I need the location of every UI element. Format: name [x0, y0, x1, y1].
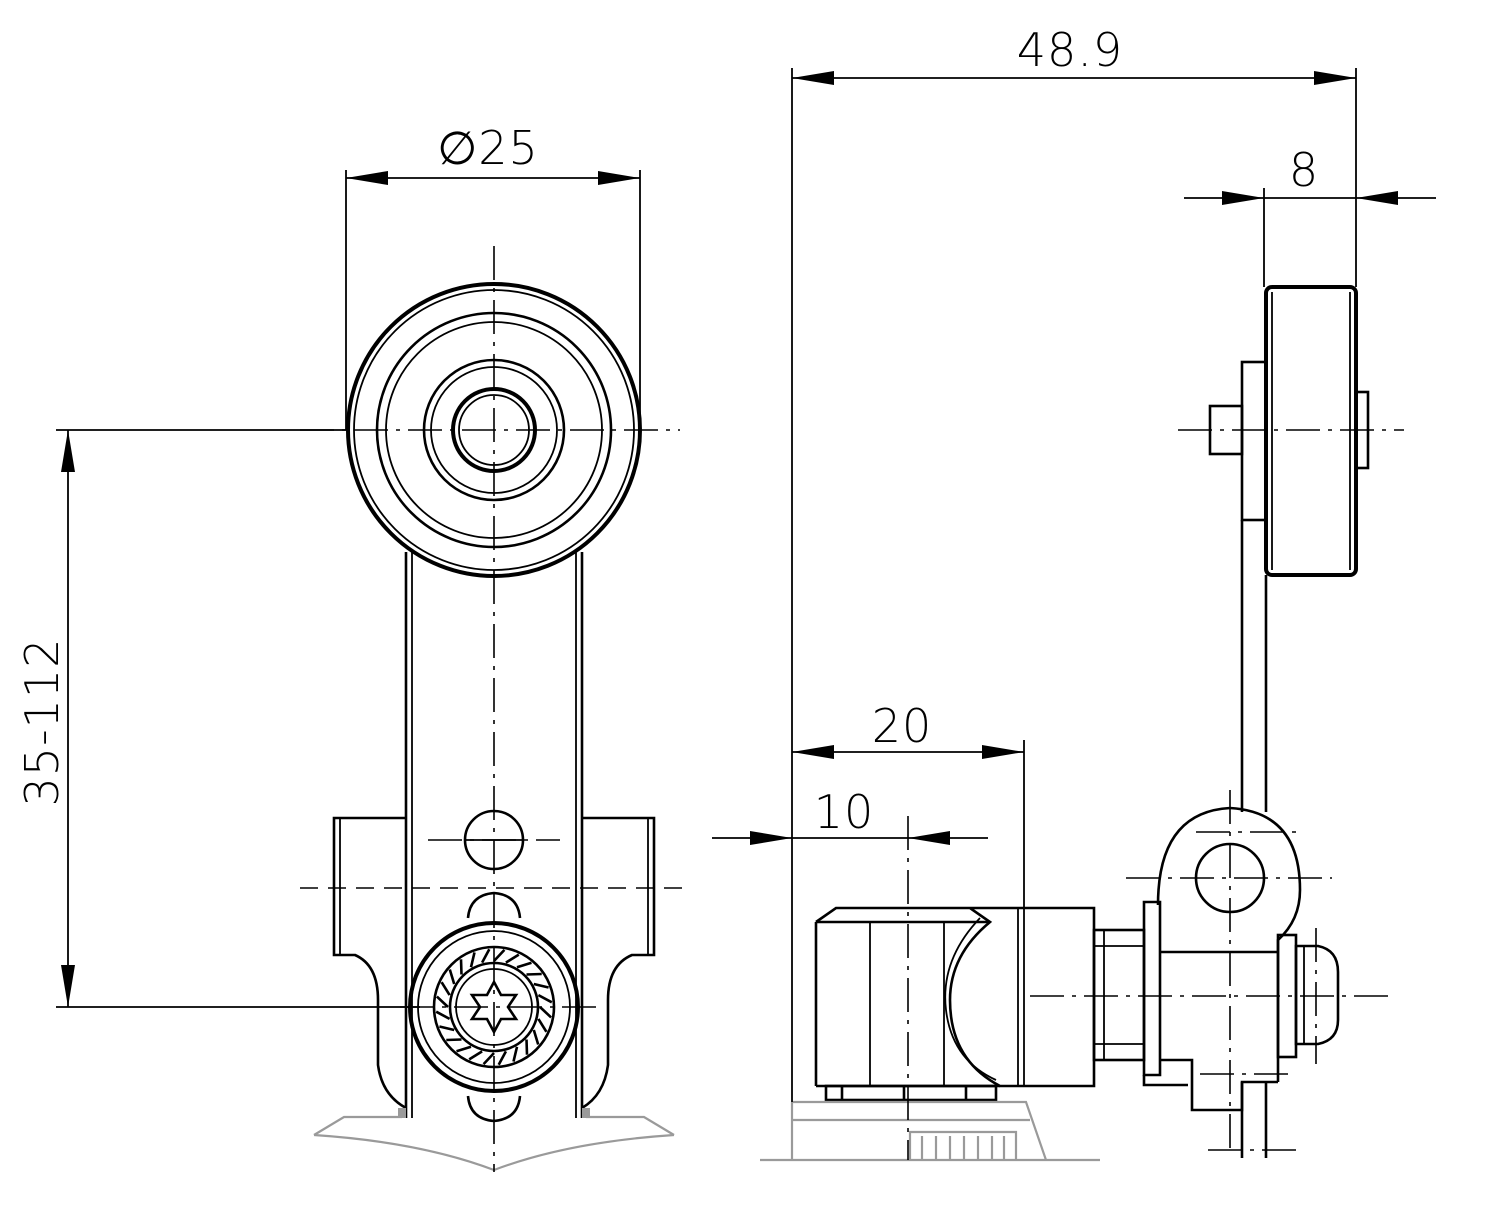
- dimension-label-actuator-offset: 10: [814, 785, 875, 839]
- clamp-tooth: [537, 993, 553, 1004]
- dimension-label-lever-length: 35-112: [15, 638, 69, 807]
- clamp-tooth: [525, 1039, 529, 1055]
- clamp-tooth: [516, 961, 532, 969]
- clamp-teeth: [435, 948, 553, 1066]
- clamp-tooth: [436, 995, 449, 1008]
- dimension-overall-width: 48.9: [791, 23, 1357, 1102]
- clamp-tooth: [537, 1018, 548, 1033]
- centerlines-side: [907, 429, 1404, 1160]
- dimension-label-overall-width: 48.9: [1017, 23, 1123, 77]
- clamp-tooth: [448, 969, 456, 985]
- dimension-label-roller-diameter: ∅25: [437, 121, 539, 175]
- dimension-label-mount-offset: 20: [872, 699, 933, 753]
- clamp-tooth: [539, 1006, 552, 1019]
- shaft-side: [1092, 928, 1146, 1062]
- clamp-tooth: [459, 959, 463, 975]
- centerlines-front: [300, 246, 688, 1172]
- switch-body-front: [332, 816, 656, 1110]
- dimension-lever-length: 35-112: [15, 429, 420, 1008]
- clamp-tooth: [480, 948, 491, 964]
- clamp-tooth: [468, 1050, 483, 1061]
- dimension-roller-diameter: ∅25: [345, 121, 641, 430]
- clamp-tooth: [456, 1045, 472, 1053]
- clamp-tooth: [493, 949, 506, 962]
- clamp-tooth: [446, 1038, 462, 1042]
- side-view: 48.9 8 20 10: [712, 23, 1436, 1162]
- clamp-tooth: [526, 972, 542, 976]
- base-side: [760, 1100, 1100, 1162]
- clamp-tooth: [505, 953, 520, 964]
- clamp-tooth: [469, 952, 476, 968]
- clamp-tooth: [482, 1052, 495, 1065]
- hub-side: [1142, 806, 1302, 1158]
- roller-side: [1208, 285, 1370, 577]
- lever-arm-side: [1240, 520, 1268, 812]
- clamp-tooth: [533, 982, 549, 989]
- dimension-roller-width: 8: [1184, 143, 1436, 287]
- clamp-tooth: [439, 1025, 455, 1032]
- clamp-tooth: [435, 1010, 451, 1021]
- dimension-actuator-offset: 10: [712, 785, 988, 845]
- switch-head-side: [814, 906, 1096, 1102]
- dimension-label-roller-width: 8: [1289, 143, 1319, 197]
- clamp-tooth: [497, 1050, 508, 1066]
- dimension-mount-offset: 20: [792, 699, 1025, 1086]
- clamp-tooth: [532, 1029, 540, 1045]
- front-view: ∅25 35-112: [15, 121, 688, 1172]
- clamp-tooth: [440, 981, 451, 996]
- clamp-tooth: [512, 1046, 519, 1062]
